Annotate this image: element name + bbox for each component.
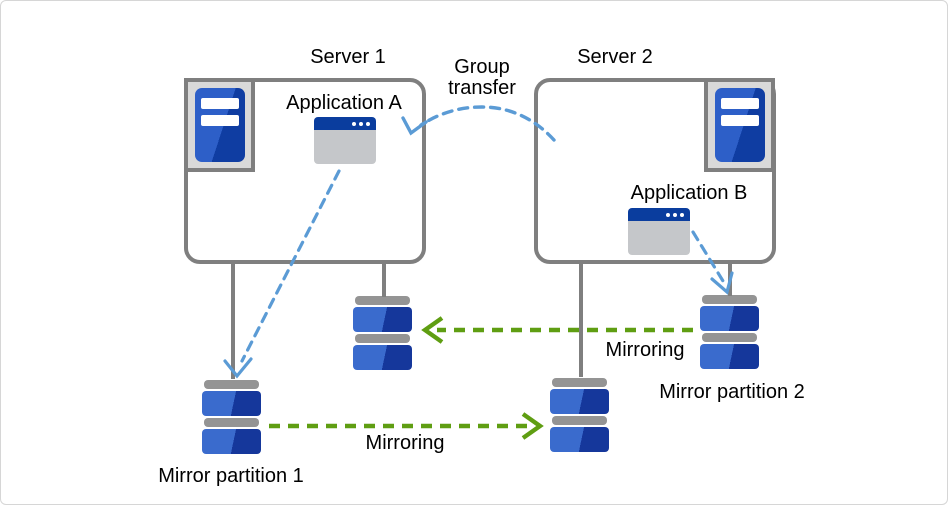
disk-cap: [552, 416, 607, 425]
disk-platter: [700, 344, 759, 369]
window-dot-icon: [359, 121, 363, 126]
server2-tower-icon: [704, 78, 775, 172]
disk-stack-under-server2: [550, 378, 609, 452]
window-body: [314, 130, 376, 164]
server2-label: Server 2: [577, 46, 653, 68]
group-transfer-label: Group transfer: [448, 56, 516, 99]
disk-stack-mirror-partition-2: [700, 295, 759, 369]
window-titlebar: [314, 117, 376, 130]
disk-platter: [353, 307, 412, 332]
disk-cap: [702, 333, 757, 342]
mirroring-top-arrowhead-icon: [421, 316, 444, 344]
disk-stack-mirror-partition-1: [202, 380, 261, 454]
window-body: [628, 221, 690, 255]
window-dot-icon: [352, 121, 356, 126]
disk-cap: [702, 295, 757, 304]
server1-label: Server 1: [310, 46, 386, 68]
server-tower-icon: [715, 88, 765, 162]
application-b-label: Application B: [630, 182, 748, 204]
disk-platter: [202, 391, 261, 416]
server-tower-icon: [195, 88, 245, 162]
server1-tower-icon: [184, 78, 255, 172]
mirror-partition-1-label: Mirror partition 1: [158, 465, 304, 487]
disk-cap: [552, 378, 607, 387]
tower-slot-bar: [721, 115, 759, 126]
app-b-arrowhead-icon: [710, 271, 734, 295]
connector-lines: [231, 262, 732, 379]
disk-platter: [550, 427, 609, 452]
disk-platter: [202, 429, 261, 454]
disk-stack-under-server1: [353, 296, 412, 370]
window-dot-icon: [366, 121, 370, 126]
window-dot-icon: [680, 212, 684, 217]
mirroring-bottom-arrowhead-icon: [521, 412, 544, 440]
disk-platter: [550, 389, 609, 414]
disk-cap: [204, 380, 259, 389]
application-a-label: Application A: [286, 92, 402, 114]
application-a-window-icon: [314, 117, 376, 164]
window-titlebar: [628, 208, 690, 221]
mirror-partition-2-label: Mirror partition 2: [659, 381, 805, 403]
disk-platter: [353, 345, 412, 370]
app-a-arrowhead-icon: [223, 357, 253, 379]
mirroring-label-bottom: Mirroring: [365, 432, 445, 454]
tower-slot-bar: [201, 98, 239, 109]
window-dot-icon: [666, 212, 670, 217]
disk-cap: [204, 418, 259, 427]
application-b-window-icon: [628, 208, 690, 255]
disk-platter: [700, 306, 759, 331]
disk-cap: [355, 334, 410, 343]
mirroring-label-top: Mirroring: [605, 339, 685, 361]
tower-slot-bar: [201, 115, 239, 126]
disk-cap: [355, 296, 410, 305]
window-dot-icon: [673, 212, 677, 217]
tower-slot-bar: [721, 98, 759, 109]
